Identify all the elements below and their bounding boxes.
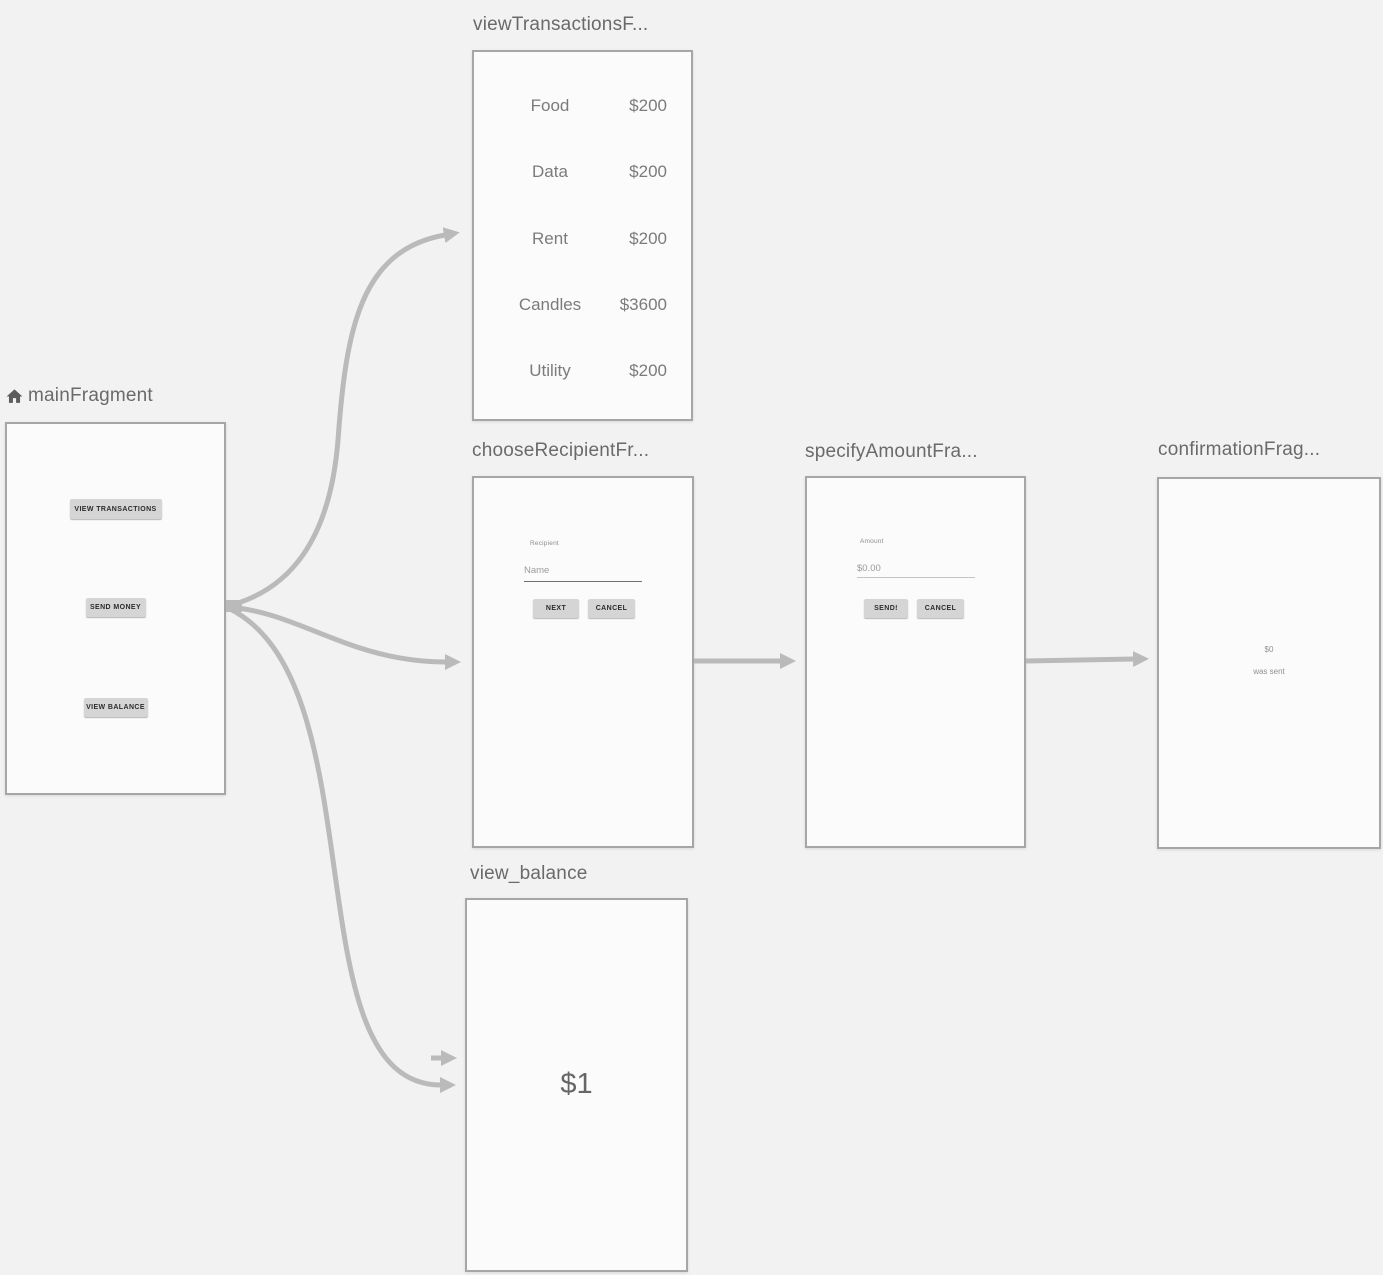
preview-input-amount: $0.00 bbox=[857, 563, 881, 574]
preview-input-name: Name bbox=[524, 565, 550, 576]
fragment-card-specify-amount[interactable]: Amount $0.00 SEND! CANCEL bbox=[805, 476, 1026, 848]
confirmation-amount: $0 bbox=[1264, 645, 1274, 654]
preview-button-view-balance: VIEW BALANCE bbox=[83, 698, 148, 717]
home-icon bbox=[5, 387, 24, 406]
preview-field-label: Amount bbox=[860, 538, 884, 545]
input-underline bbox=[524, 581, 642, 582]
fragment-card-choose-recipient[interactable]: Recipient Name NEXT CANCEL bbox=[472, 476, 694, 848]
transaction-row: Rent $200 bbox=[474, 228, 691, 250]
fragment-title-view-balance: view_balance bbox=[470, 863, 588, 884]
fragment-title-view-transactions: viewTransactionsF... bbox=[473, 14, 649, 35]
confirmation-caption: was sent bbox=[1253, 667, 1285, 676]
fragment-card-confirmation[interactable]: $0 was sent bbox=[1157, 477, 1381, 849]
transaction-label: Candles bbox=[518, 295, 582, 314]
preview-button-send-money: SEND MONEY bbox=[85, 598, 146, 617]
fragment-title-label: mainFragment bbox=[28, 385, 153, 406]
fragment-title-specify-amount: specifyAmountFra... bbox=[805, 441, 978, 462]
fragment-card-view-balance[interactable]: $1 bbox=[465, 898, 688, 1272]
action-junction-handle[interactable] bbox=[226, 600, 242, 612]
preview-button-send: SEND! bbox=[864, 599, 908, 618]
transaction-label: Data bbox=[532, 162, 568, 181]
action-arrow-specify-amount-to-confirmation[interactable] bbox=[1025, 651, 1149, 668]
preview-button-cancel: CANCEL bbox=[588, 599, 635, 618]
transaction-row: Food $200 bbox=[474, 95, 691, 117]
action-arrow-main-to-view-transactions[interactable] bbox=[227, 227, 460, 609]
balance-amount: $1 bbox=[560, 1068, 593, 1100]
transaction-amount: $200 bbox=[629, 162, 667, 181]
transaction-amount: $3600 bbox=[619, 295, 667, 314]
preview-field-label: Recipient bbox=[530, 540, 559, 547]
transaction-row: Data $200 bbox=[474, 161, 691, 183]
preview-button-view-transactions: VIEW TRANSACTIONS bbox=[69, 499, 162, 519]
transaction-label: Rent bbox=[532, 229, 568, 248]
transaction-amount: $200 bbox=[629, 96, 667, 115]
transaction-amount: $200 bbox=[629, 361, 667, 380]
fragment-card-main[interactable]: VIEW TRANSACTIONS SEND MONEY VIEW BALANC… bbox=[5, 422, 226, 795]
transaction-row: Utility $200 bbox=[474, 360, 691, 382]
action-arrow-main-to-choose-recipient[interactable] bbox=[227, 604, 461, 670]
input-underline bbox=[857, 577, 975, 578]
fragment-title-confirmation: confirmationFrag... bbox=[1158, 439, 1321, 460]
preview-button-cancel: CANCEL bbox=[917, 599, 964, 618]
transaction-amount: $200 bbox=[629, 229, 667, 248]
fragment-title-choose-recipient: chooseRecipientFr... bbox=[472, 440, 650, 461]
transaction-label: Utility bbox=[529, 361, 571, 380]
transaction-label: Food bbox=[530, 96, 570, 115]
transaction-row: Candles $3600 bbox=[474, 294, 691, 316]
action-arrow-main-to-view-balance[interactable] bbox=[226, 605, 456, 1093]
fragment-card-view-transactions[interactable]: Food $200 Data $200 Rent $200 Candles $3… bbox=[472, 50, 693, 421]
fragment-title-main: mainFragment bbox=[5, 385, 153, 407]
preview-button-next: NEXT bbox=[533, 599, 579, 618]
